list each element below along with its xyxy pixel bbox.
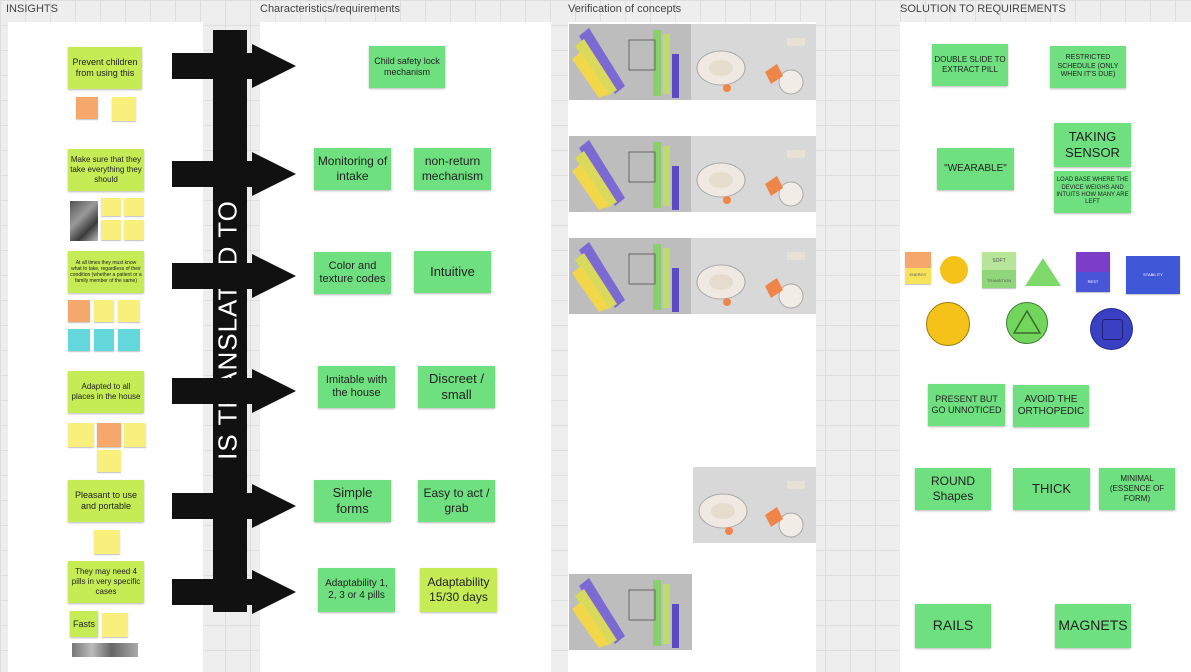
- frame-title-insights: INSIGHTS: [6, 3, 58, 15]
- insight-note[interactable]: Make sure that they take everything they…: [68, 149, 144, 191]
- solution-note[interactable]: THICK: [1013, 468, 1090, 510]
- mini-sticky-note[interactable]: [76, 97, 98, 119]
- requirement-note[interactable]: Color and texture codes: [314, 252, 391, 294]
- solution-note[interactable]: RESTRICTED SCHEDULE (ONLY WHEN IT'S DUE): [1050, 46, 1126, 88]
- triangle-shape[interactable]: [1025, 258, 1061, 286]
- concept-render-tubes[interactable]: [569, 238, 691, 314]
- mini-sticky-note[interactable]: [118, 300, 140, 322]
- concept-render-device[interactable]: [693, 467, 816, 543]
- arrow-right-icon: [172, 484, 296, 528]
- mini-sticky-note[interactable]: [101, 198, 121, 216]
- solution-note[interactable]: MINIMAL (ESSENCE OF FORM): [1099, 468, 1175, 510]
- requirement-note[interactable]: Simple forms: [314, 480, 391, 522]
- solution-note[interactable]: DOUBLE SLIDE TO EXTRACT PILL: [932, 44, 1008, 86]
- solution-frame[interactable]: [900, 22, 1191, 672]
- arrow-right-icon: [172, 570, 296, 614]
- solution-note[interactable]: LOAD BASE WHERE THE DEVICE WEIGHS AND IN…: [1054, 171, 1131, 213]
- mini-sticky-note[interactable]: [102, 613, 128, 637]
- concept-render-tubes[interactable]: [569, 24, 691, 100]
- mini-sticky-note[interactable]: [112, 97, 136, 121]
- verification-frame[interactable]: [568, 22, 816, 672]
- arrow-right-icon: [172, 254, 296, 298]
- solution-note[interactable]: "WEARABLE": [937, 148, 1014, 190]
- characteristics-frame[interactable]: [260, 22, 551, 672]
- arrow-right-icon: [172, 152, 296, 196]
- requirement-note[interactable]: Imitable with the house: [318, 366, 395, 408]
- color-code-energy[interactable]: ENERGY: [905, 252, 931, 284]
- mini-sticky-note[interactable]: [124, 423, 146, 447]
- insight-note[interactable]: Prevent children from using this: [68, 47, 142, 89]
- requirement-note[interactable]: Discreet / small: [418, 366, 495, 408]
- insight-note[interactable]: Pleasant to use and portable: [68, 480, 144, 522]
- solution-note[interactable]: PRESENT BUT GO UNNOTICED: [928, 384, 1005, 426]
- frame-title-characteristics: Characteristics/requirements: [260, 3, 400, 15]
- mini-sticky-note[interactable]: [97, 450, 121, 472]
- mini-sticky-note[interactable]: [68, 423, 94, 447]
- arrow-right-icon: [172, 44, 296, 88]
- reference-photo[interactable]: [70, 201, 98, 241]
- solution-note[interactable]: MAGNETS: [1055, 604, 1131, 648]
- mini-sticky-note[interactable]: [118, 329, 140, 351]
- circle-shape[interactable]: [1006, 302, 1048, 344]
- requirement-note[interactable]: Intuitive: [414, 251, 491, 293]
- reference-photo[interactable]: [72, 643, 138, 657]
- circle-shape[interactable]: [940, 256, 968, 284]
- mini-sticky-note[interactable]: [94, 300, 114, 322]
- mini-sticky-note[interactable]: [97, 423, 121, 447]
- concept-render-tubes[interactable]: [569, 136, 691, 212]
- circle-shape[interactable]: [1090, 308, 1133, 350]
- solution-note[interactable]: AVOID THE ORTHOPEDIC: [1013, 385, 1089, 427]
- solution-note[interactable]: RAILS: [915, 604, 991, 648]
- mini-sticky-note[interactable]: [68, 329, 90, 351]
- solution-note[interactable]: TAKING SENSOR: [1054, 123, 1131, 167]
- mini-sticky-note[interactable]: [94, 329, 114, 351]
- mini-sticky-note[interactable]: [124, 220, 144, 240]
- solution-note[interactable]: ROUND Shapes: [915, 468, 991, 510]
- requirement-note[interactable]: Monitoring of intake: [314, 148, 391, 190]
- requirement-note[interactable]: Child safety lock mechanism: [369, 46, 445, 88]
- arrow-right-icon: [172, 369, 296, 413]
- concept-render-device[interactable]: [691, 238, 816, 314]
- mini-sticky-note[interactable]: [94, 530, 120, 554]
- color-code-rest[interactable]: REST: [1076, 252, 1110, 292]
- insight-note[interactable]: Fasts: [70, 611, 98, 637]
- square-shape: [1102, 319, 1123, 340]
- mini-sticky-note[interactable]: [101, 220, 121, 240]
- concept-render-device[interactable]: [691, 24, 816, 100]
- frame-title-solution: SOLUTION TO REQUIREMENTS: [900, 3, 1066, 15]
- mini-sticky-note[interactable]: [68, 300, 90, 322]
- mini-sticky-note[interactable]: [124, 198, 144, 216]
- frame-title-verification: Verification of concepts: [568, 3, 682, 15]
- concept-render-tubes[interactable]: [569, 574, 692, 650]
- requirement-note[interactable]: Adaptability 15/30 days: [420, 568, 497, 612]
- insight-note[interactable]: They may need 4 pills in very specific c…: [68, 561, 144, 603]
- concept-render-device[interactable]: [691, 136, 816, 212]
- requirement-note[interactable]: non-return mechanism: [414, 148, 491, 190]
- insight-note[interactable]: At all times they must know what to take…: [68, 251, 144, 293]
- color-code-stability[interactable]: STABILITY: [1126, 256, 1180, 294]
- color-code-soft[interactable]: SOFT TRANSITION: [982, 252, 1016, 288]
- requirement-note[interactable]: Adaptability 1, 2, 3 or 4 pills: [318, 568, 395, 612]
- circle-shape[interactable]: [926, 302, 970, 346]
- requirement-note[interactable]: Easy to act / grab: [418, 480, 495, 522]
- triangle-shape: [1013, 310, 1041, 334]
- insight-note[interactable]: Adapted to all places in the house: [68, 371, 144, 413]
